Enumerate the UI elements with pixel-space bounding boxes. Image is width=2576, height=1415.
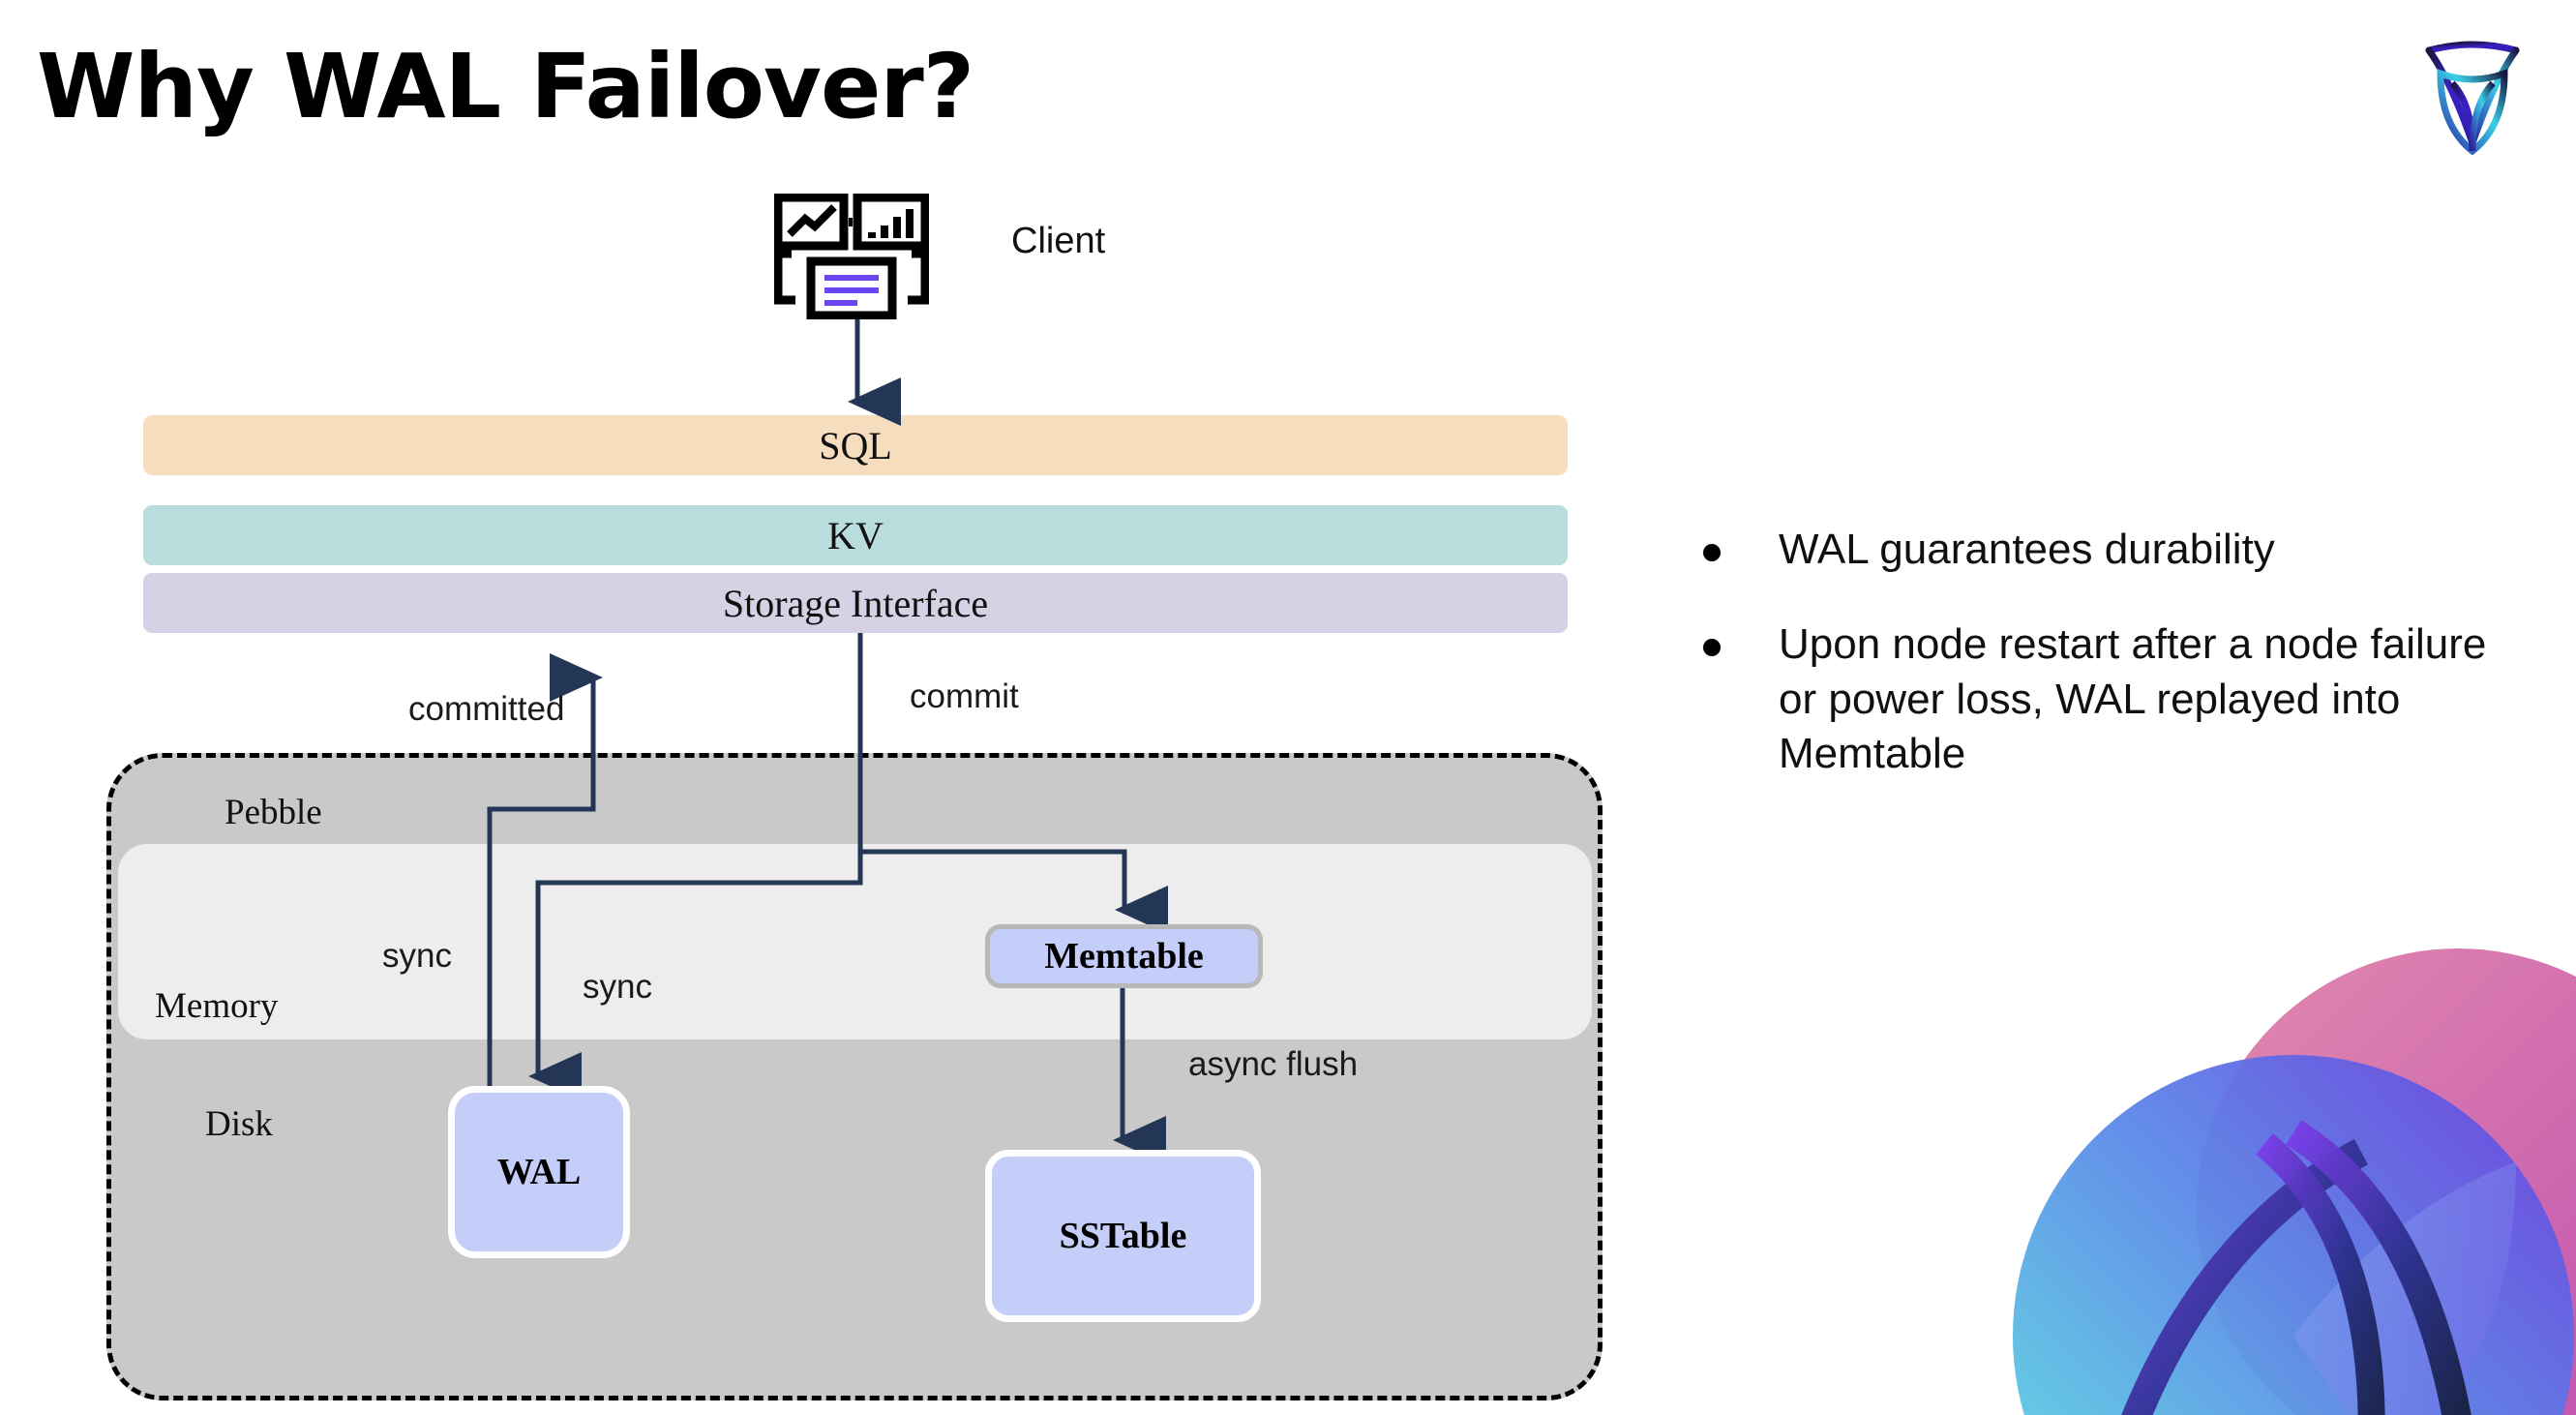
layer-bar-storage: Storage Interface [143, 573, 1568, 633]
pebble-label: Pebble [225, 793, 322, 832]
bullet-text: WAL guarantees durability [1779, 526, 2275, 573]
client-label: Client [1011, 221, 1106, 261]
node-wal: WAL [448, 1086, 630, 1258]
page-title: Why WAL Failover? [37, 35, 974, 138]
node-memtable: Memtable [985, 924, 1263, 988]
bullet-dot-icon [1703, 639, 1721, 657]
decorative-gradient-circles-icon [1974, 919, 2576, 1415]
layer-bar-kv: KV [143, 505, 1568, 565]
bullet-dot-icon [1703, 544, 1721, 561]
node-sstable: SSTable [985, 1150, 1261, 1322]
memory-label: Memory [155, 986, 279, 1026]
cockroach-labs-logo-icon [2410, 29, 2535, 165]
client-dashboard-icon [773, 193, 930, 320]
edge-label-sync-left: sync [382, 937, 452, 975]
list-item: WAL guarantees durability [1703, 523, 2506, 577]
bullet-text: Upon node restart after a node failure o… [1779, 620, 2487, 777]
bullet-list: WAL guarantees durability Upon node rest… [1703, 523, 2506, 822]
edge-label-sync-right: sync [583, 968, 652, 1006]
disk-label: Disk [205, 1104, 273, 1144]
list-item: Upon node restart after a node failure o… [1703, 617, 2506, 781]
memory-region [118, 844, 1592, 1039]
edge-label-async-flush: async flush [1188, 1045, 1359, 1083]
edge-label-commit: commit [910, 677, 1019, 715]
edge-label-committed: committed [408, 690, 565, 728]
layer-bar-sql: SQL [143, 415, 1568, 475]
